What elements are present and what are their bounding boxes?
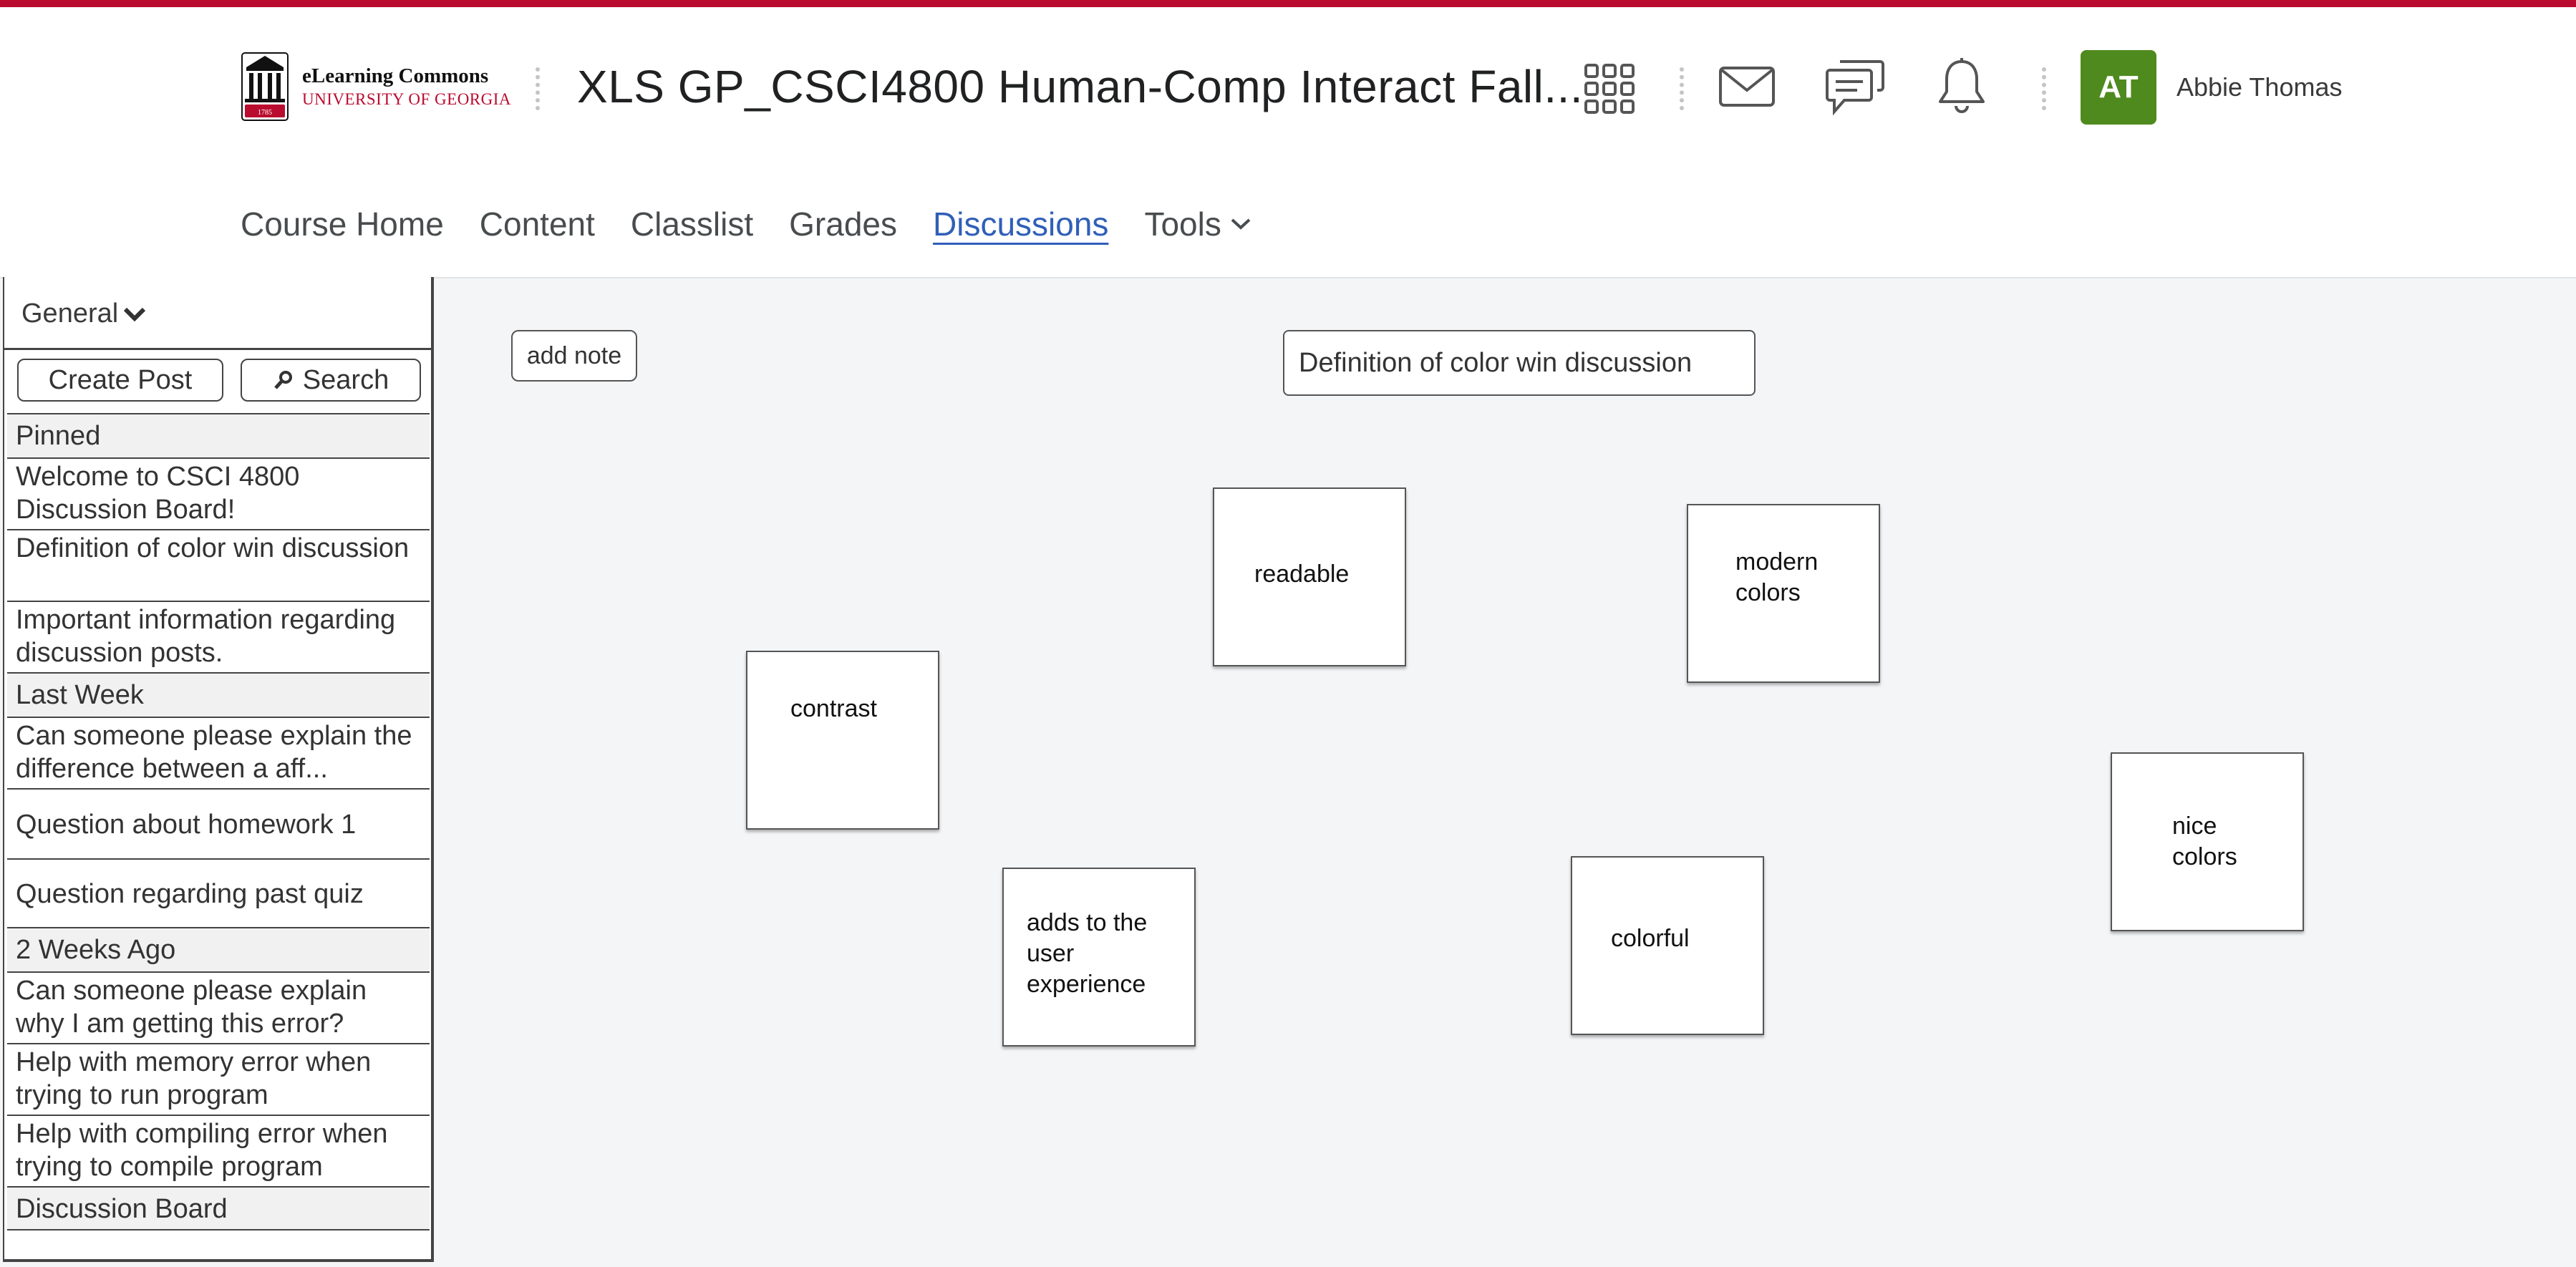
logo-title: eLearning Commons: [302, 64, 489, 87]
note-text: modern colors: [1735, 548, 1819, 606]
chat-icon[interactable]: [1824, 57, 1884, 117]
nav-tools[interactable]: Tools: [1144, 205, 1251, 243]
add-note-label: add note: [526, 341, 622, 369]
sticky-note[interactable]: readable: [1213, 487, 1406, 666]
note-text: adds to the user experience: [1027, 909, 1148, 998]
post-item[interactable]: Can someone please explain why I am gett…: [7, 971, 430, 1043]
post-item[interactable]: Welcome to CSCI 4800 Discussion Board!: [7, 457, 430, 529]
post-item[interactable]: Important information regarding discussi…: [7, 601, 430, 672]
board-title: Definition of color win discussion: [1283, 330, 1756, 396]
user-name[interactable]: Abbie Thomas: [2176, 72, 2343, 102]
nav-course-home[interactable]: Course Home: [241, 205, 444, 243]
category-label: General: [21, 298, 119, 329]
post-item[interactable]: Help with compiling error when trying to…: [7, 1115, 430, 1186]
top-accent-bar: [0, 0, 2576, 7]
chevron-down-icon: [124, 307, 146, 321]
header-divider: [536, 67, 546, 110]
post-item[interactable]: Definition of color win discussion: [7, 529, 430, 601]
category-dropdown[interactable]: General: [21, 298, 147, 329]
nav-content[interactable]: Content: [479, 205, 595, 243]
discussion-sidebar: General Create Post Search Pinned Welcom…: [3, 277, 434, 1262]
header-divider: [2042, 67, 2052, 110]
sidebar-divider: [4, 348, 431, 350]
elearning-commons-logo[interactable]: 1785 eLearning Commons UNIVERSITY OF GEO…: [241, 52, 511, 122]
post-item[interactable]: Question about homework 1: [7, 788, 430, 858]
search-label: Search: [302, 364, 389, 395]
search-button[interactable]: Search: [241, 359, 421, 402]
note-text: nice colors: [2172, 812, 2237, 870]
chevron-down-icon: [1231, 218, 1251, 230]
nav-classlist[interactable]: Classlist: [630, 205, 754, 243]
course-nav: Course Home Content Classlist Grades Dis…: [241, 205, 1251, 243]
post-item[interactable]: Question regarding past quiz: [7, 858, 430, 927]
course-title[interactable]: XLS GP_CSCI4800 Human-Comp Interact Fall…: [577, 61, 1584, 112]
section-header: 2 Weeks Ago: [7, 927, 430, 971]
section-header: Discussion Board: [7, 1186, 430, 1230]
sticky-note[interactable]: colorful: [1571, 856, 1764, 1035]
nav-discussions[interactable]: Discussions: [933, 205, 1109, 243]
header-divider: [1680, 67, 1690, 110]
post-list: Pinned Welcome to CSCI 4800 Discussion B…: [7, 413, 430, 1230]
add-note-button[interactable]: add note: [511, 330, 637, 382]
sticky-note[interactable]: contrast: [746, 651, 939, 830]
svg-text:1785: 1785: [258, 109, 272, 117]
nav-tools-label: Tools: [1144, 205, 1221, 243]
bell-icon[interactable]: [1932, 56, 1992, 116]
apps-grid-icon[interactable]: [1579, 59, 1640, 119]
sticky-note[interactable]: adds to the user experience: [1002, 868, 1196, 1047]
section-header: Last Week: [7, 672, 430, 717]
note-text: readable: [1254, 560, 1350, 588]
post-item[interactable]: Help with memory error when trying to ru…: [7, 1043, 430, 1115]
create-post-button[interactable]: Create Post: [17, 359, 223, 402]
search-icon: [273, 371, 292, 389]
sticky-note[interactable]: modern colors: [1687, 504, 1880, 683]
note-text: colorful: [1611, 925, 1690, 952]
note-text: contrast: [790, 695, 877, 722]
sticky-note[interactable]: nice colors: [2111, 752, 2304, 931]
avatar[interactable]: AT: [2081, 50, 2156, 125]
nav-grades[interactable]: Grades: [789, 205, 898, 243]
post-item[interactable]: Can someone please explain the differenc…: [7, 717, 430, 788]
uga-seal-icon: 1785: [241, 52, 289, 121]
section-header: Pinned: [7, 413, 430, 457]
create-post-label: Create Post: [48, 364, 193, 395]
mail-icon[interactable]: [1717, 57, 1777, 117]
logo-subtitle: UNIVERSITY OF GEORGIA: [302, 90, 512, 109]
